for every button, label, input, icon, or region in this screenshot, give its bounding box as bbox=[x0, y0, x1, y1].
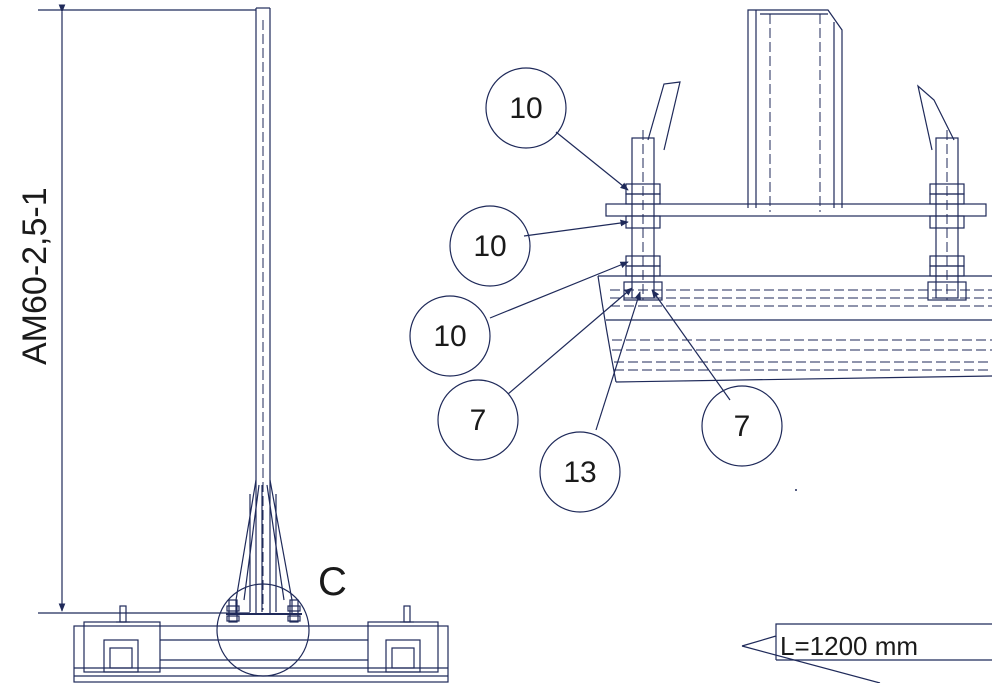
anchor-bolt-left bbox=[623, 130, 663, 301]
svg-text:10: 10 bbox=[433, 320, 466, 353]
detail-label: C bbox=[318, 560, 347, 604]
foundation-beam bbox=[597, 275, 992, 383]
base-plate bbox=[226, 599, 302, 623]
dimension-label: AM60-2,5-1 bbox=[16, 187, 54, 365]
callout-10-bottom: 10 bbox=[409, 295, 491, 377]
svg-text:10: 10 bbox=[473, 230, 506, 263]
svg-text:7: 7 bbox=[470, 404, 487, 437]
svg-text:10: 10 bbox=[509, 92, 542, 125]
base-gussets bbox=[235, 479, 293, 614]
callout-13: 13 bbox=[539, 431, 621, 513]
callout-10-middle: 10 bbox=[449, 205, 531, 287]
detail-base-plate bbox=[605, 203, 987, 217]
pole-shaft bbox=[255, 7, 271, 613]
anchor-bolt-right bbox=[927, 130, 967, 301]
foundation-frame bbox=[73, 605, 449, 683]
detail-c-view: 10 10 10 7 13 7 bbox=[409, 9, 992, 513]
detail-gusset-right bbox=[917, 84, 955, 151]
detail-gusset-left bbox=[647, 81, 681, 151]
callout-7-left: 7 bbox=[437, 379, 519, 461]
callout-7-right: 7 bbox=[701, 385, 783, 467]
svg-text:13: 13 bbox=[563, 456, 596, 489]
pole-elevation: AM60-2,5-1 bbox=[16, 4, 449, 683]
callout-leaders bbox=[489, 131, 731, 431]
callout-10-top: 10 bbox=[485, 67, 567, 149]
height-dimension bbox=[38, 4, 256, 614]
detail-pole bbox=[747, 9, 843, 212]
length-note: L=1200 mm bbox=[741, 623, 992, 683]
stray-dot bbox=[795, 489, 797, 491]
svg-text:7: 7 bbox=[734, 410, 751, 443]
length-note-text: L=1200 mm bbox=[780, 631, 918, 661]
